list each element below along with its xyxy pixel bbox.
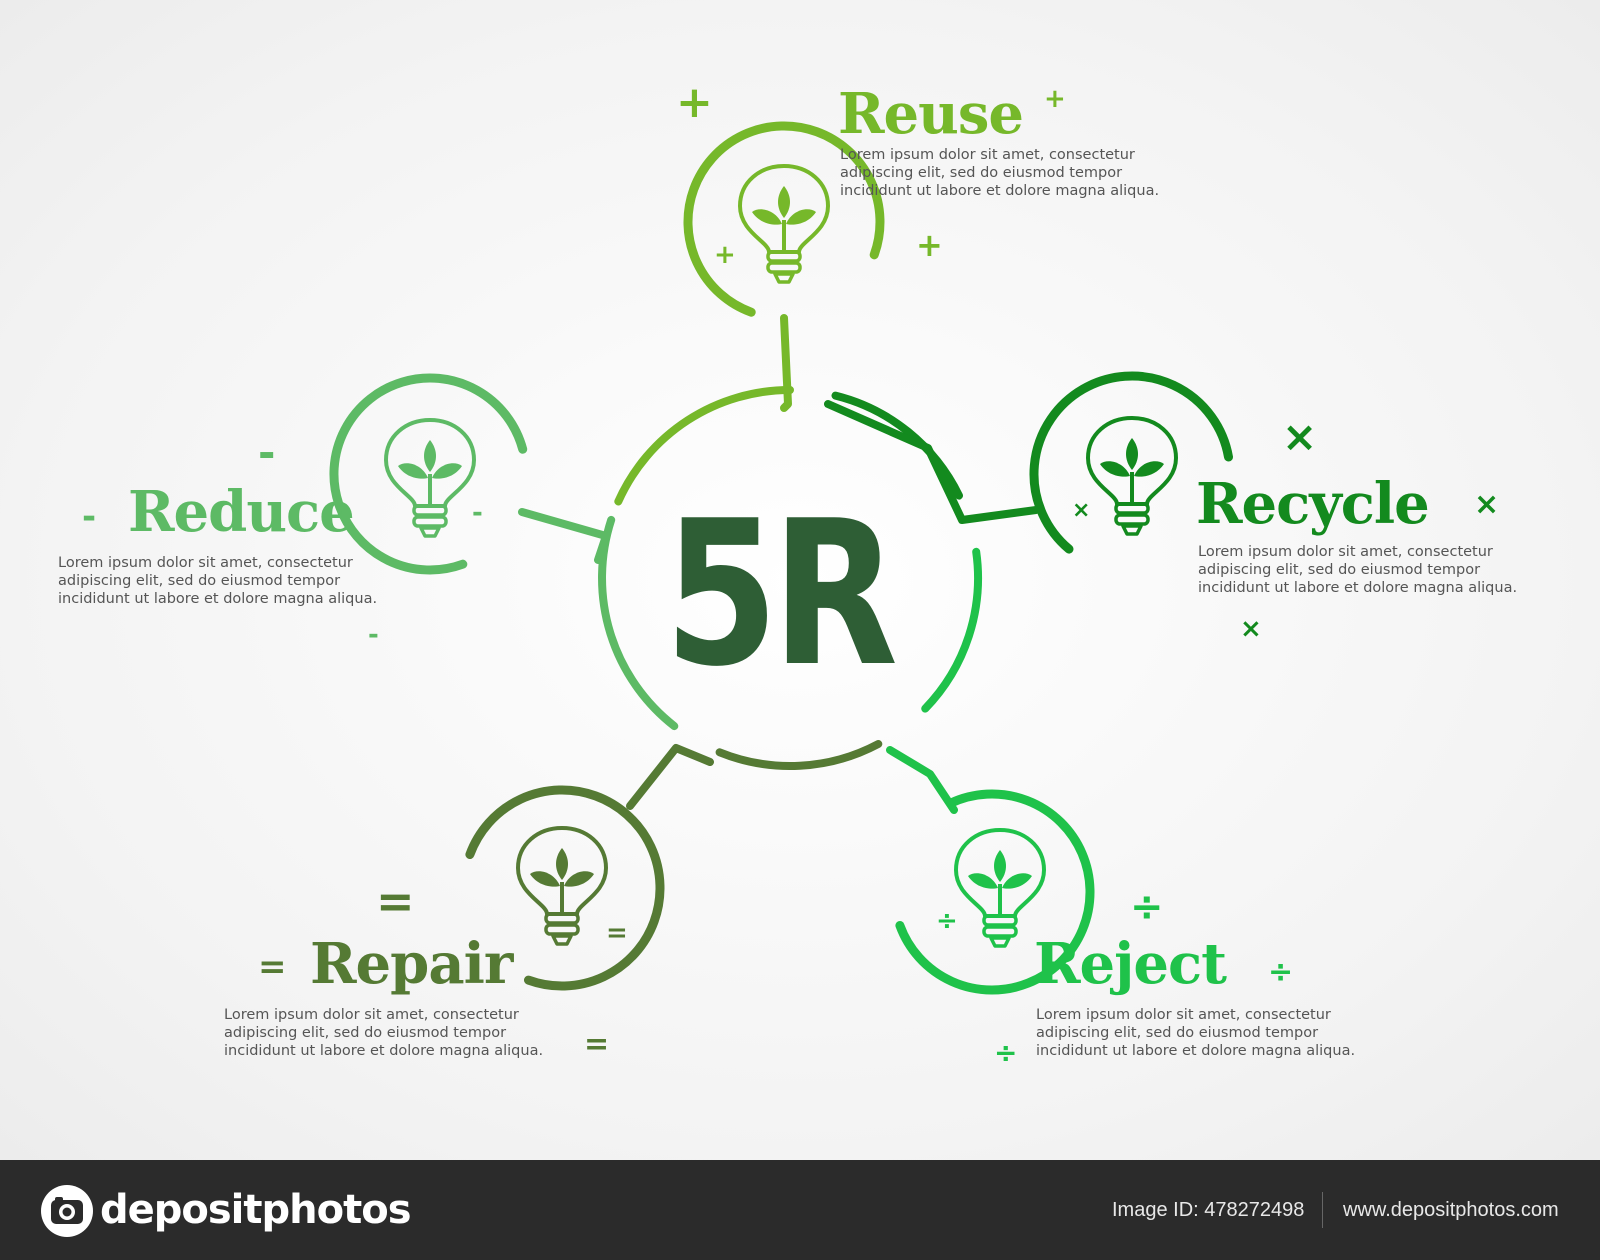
- equals-symbol: =: [258, 947, 287, 987]
- equals-symbol: =: [584, 1027, 610, 1062]
- reject-description: Lorem ipsum dolor sit amet, consectetur …: [1036, 1006, 1355, 1060]
- center-ring-segment-reject: [921, 547, 982, 713]
- camera-logo-icon: [41, 1185, 93, 1237]
- minus-symbol: -: [82, 497, 97, 537]
- recycle-description-line: Lorem ipsum dolor sit amet, consectetur: [1198, 544, 1493, 560]
- reduce-ring: [329, 373, 528, 575]
- times-symbol: ×: [1072, 498, 1091, 523]
- repair-title: Repair: [310, 931, 513, 997]
- divide-symbol: ÷: [936, 906, 958, 936]
- plus-symbol: +: [714, 240, 736, 270]
- equals-symbol: =: [376, 874, 415, 928]
- repair-ring: [465, 785, 665, 991]
- times-symbol: ×: [1282, 412, 1318, 461]
- footer-bar: depositphotos Image ID: 478272498 www.de…: [0, 1160, 1600, 1260]
- center-ring-segment-repair: [715, 740, 883, 770]
- reject-ring: [895, 789, 1095, 995]
- minus-symbol: -: [258, 428, 276, 477]
- plus-symbol: +: [676, 77, 713, 128]
- reuse-ring: [683, 121, 885, 317]
- repair-connector: [626, 744, 714, 810]
- divide-symbol: ÷: [1268, 955, 1294, 990]
- reduce-connector: [518, 508, 610, 564]
- diagram-canvas: 5R Reuse Lorem ipsum dolor sit amet, con…: [0, 0, 1600, 1160]
- repair-description-line: Lorem ipsum dolor sit amet, consectetur: [224, 1007, 519, 1023]
- reuse-description-line: Lorem ipsum dolor sit amet, consectetur: [840, 147, 1135, 163]
- times-symbol: ×: [1474, 487, 1500, 522]
- reduce-description-line: adipiscing elit, sed do eiusmod tempor: [58, 573, 341, 589]
- center-ring-segment-recycle: [831, 391, 963, 500]
- recycle-connector: [824, 400, 1040, 524]
- reuse-title: Reuse: [838, 81, 1024, 147]
- divide-symbol: ÷: [1130, 884, 1164, 930]
- image-id-label: Image ID: 478272498: [1112, 1199, 1305, 1221]
- repair-description: Lorem ipsum dolor sit amet, consectetur …: [224, 1006, 543, 1060]
- recycle-description: Lorem ipsum dolor sit amet, consectetur …: [1198, 543, 1517, 597]
- reuse-description-line: incididunt ut labore et dolore magna ali…: [840, 183, 1160, 199]
- times-symbol: ×: [1240, 614, 1262, 644]
- divide-symbol: ÷: [994, 1036, 1018, 1069]
- reduce-description-line: incididunt ut labore et dolore magna ali…: [58, 591, 378, 607]
- reject-connector: [886, 746, 958, 814]
- reuse-description-line: adipiscing elit, sed do eiusmod tempor: [840, 165, 1123, 181]
- reject-description-line: incididunt ut labore et dolore magna ali…: [1036, 1043, 1356, 1059]
- reject-description-line: Lorem ipsum dolor sit amet, consectetur: [1036, 1007, 1331, 1023]
- recycle-ring: [1029, 371, 1233, 554]
- recycle-lightbulb-icon: [1086, 416, 1178, 536]
- plus-symbol: +: [916, 226, 943, 264]
- reject-title: Reject: [1034, 931, 1227, 997]
- reuse-lightbulb-icon: [738, 164, 830, 284]
- recycle-description-line: adipiscing elit, sed do eiusmod tempor: [1198, 562, 1481, 578]
- repair-lightbulb-icon: [516, 826, 608, 946]
- reduce-title: Reduce: [128, 479, 355, 545]
- equals-symbol: =: [606, 918, 628, 948]
- center-ring-segment-reuse: [614, 386, 794, 506]
- reduce-description: Lorem ipsum dolor sit amet, consectetur …: [58, 554, 377, 608]
- diagram-graphic: [329, 121, 1233, 995]
- footer-divider: [1322, 1192, 1323, 1228]
- recycle-title: Recycle: [1196, 471, 1430, 537]
- center-label: 5R: [664, 478, 898, 711]
- brand-name: depositphotos: [100, 1187, 412, 1233]
- minus-symbol: -: [472, 498, 483, 528]
- recycle-description-line: incididunt ut labore et dolore magna ali…: [1198, 580, 1518, 596]
- reject-description-line: adipiscing elit, sed do eiusmod tempor: [1036, 1025, 1319, 1041]
- reduce-description-line: Lorem ipsum dolor sit amet, consectetur: [58, 555, 353, 571]
- site-url: www.depositphotos.com: [1343, 1199, 1559, 1221]
- reject-lightbulb-icon: [954, 828, 1046, 948]
- reduce-lightbulb-icon: [384, 418, 476, 538]
- repair-description-line: adipiscing elit, sed do eiusmod tempor: [224, 1025, 507, 1041]
- minus-symbol: -: [368, 620, 379, 650]
- plus-symbol: +: [1044, 84, 1066, 114]
- reuse-description: Lorem ipsum dolor sit amet, consectetur …: [840, 146, 1159, 200]
- reuse-connector: [780, 314, 792, 412]
- repair-description-line: incididunt ut labore et dolore magna ali…: [224, 1043, 544, 1059]
